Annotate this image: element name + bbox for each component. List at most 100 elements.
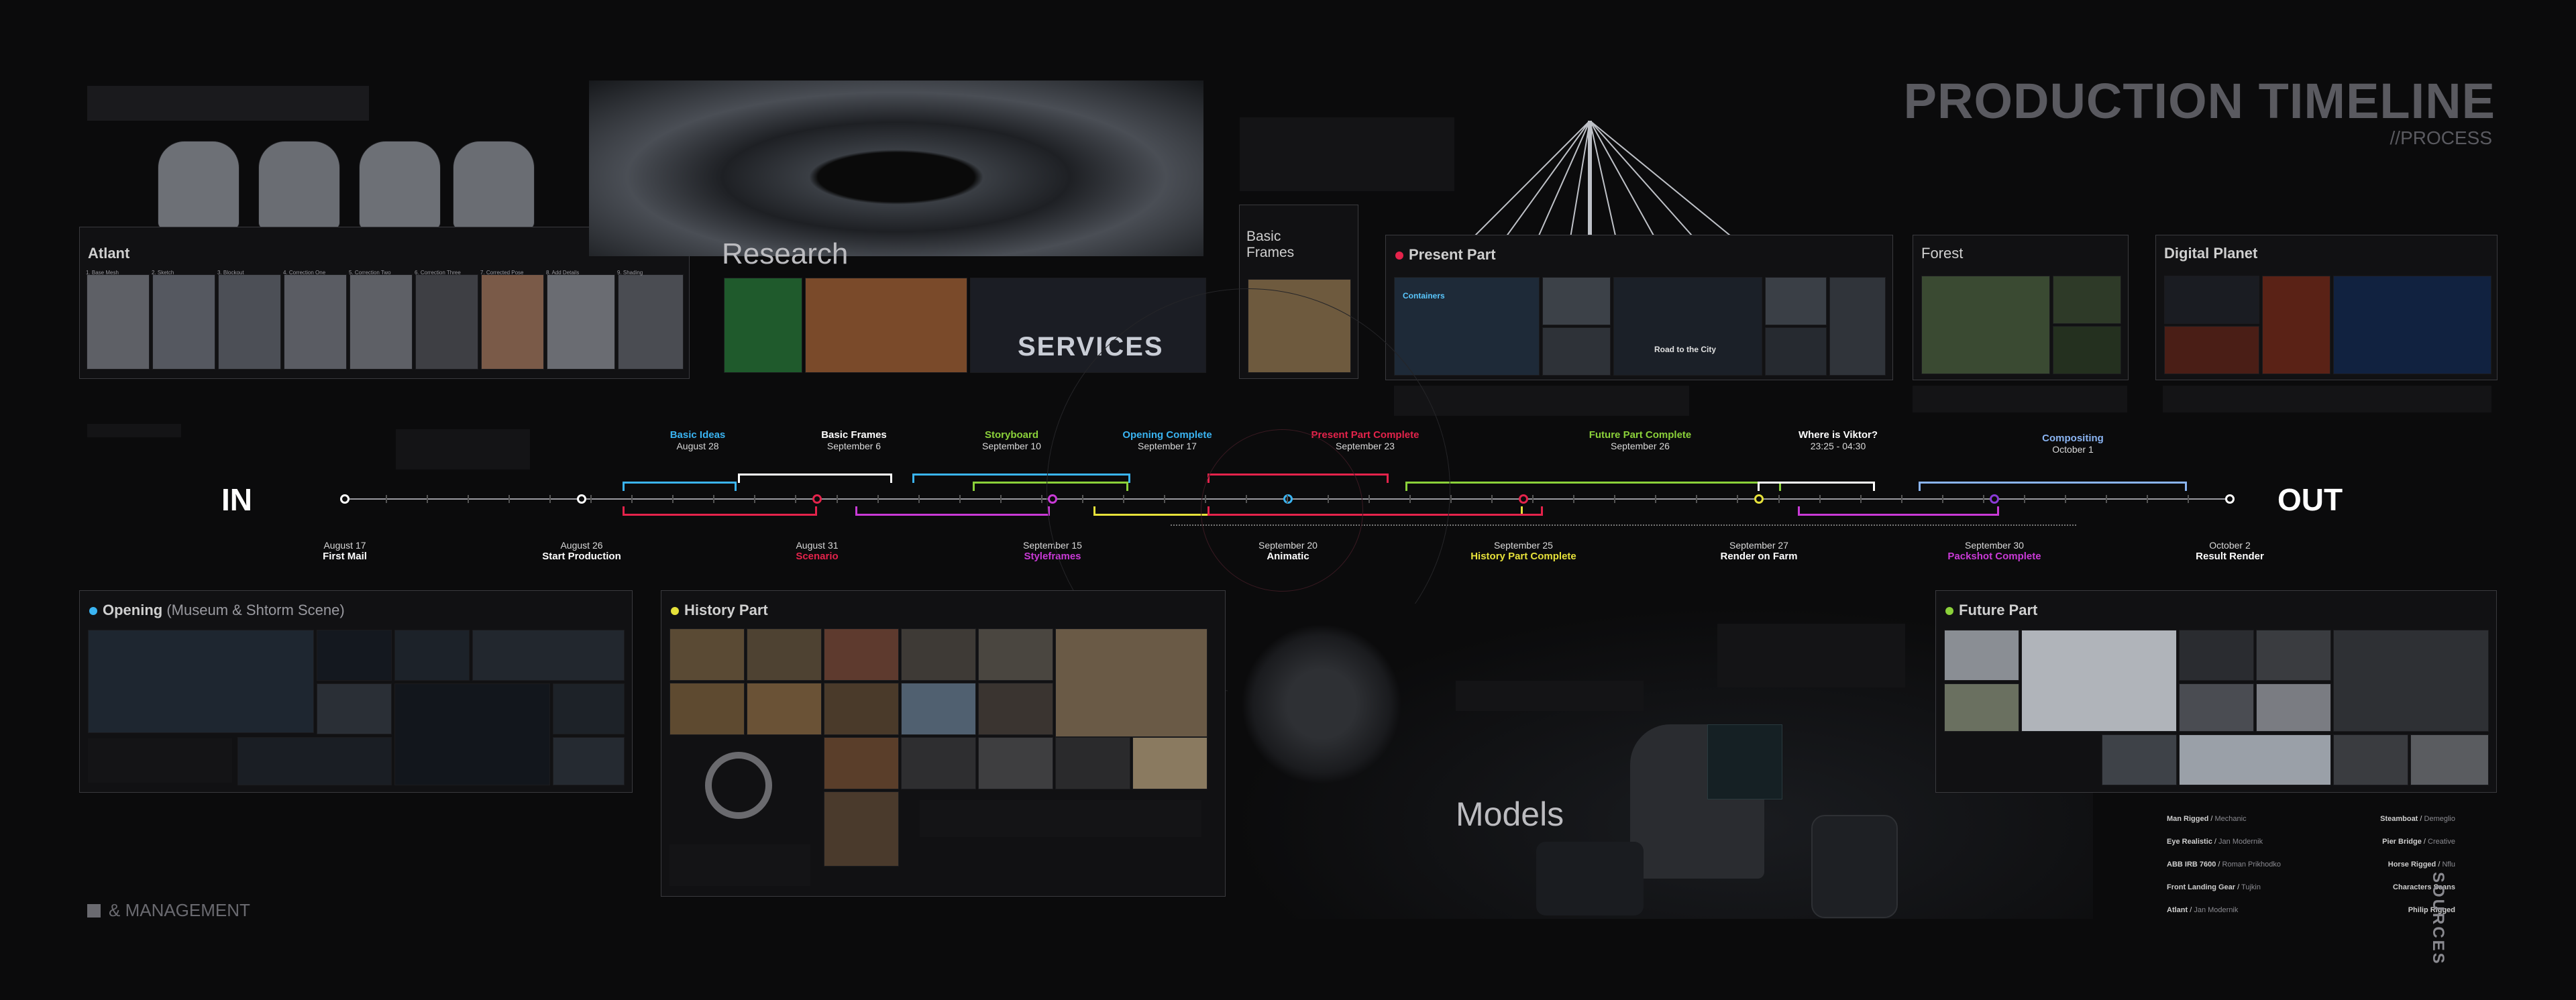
history-thumb[interactable] [747,683,822,735]
opening-thumb[interactable] [317,630,392,681]
future-thumb[interactable] [2410,734,2489,785]
bracket [1758,482,1875,491]
future-thumb[interactable] [2256,683,2331,732]
atlant-step-thumb[interactable] [284,274,347,370]
history-thumb[interactable] [1132,737,1208,789]
opening-thumb[interactable] [317,683,392,734]
page-title: PRODUCTION TIMELINE [1903,73,2496,129]
present-road-thumb[interactable]: Road to the City [1613,277,1762,376]
timeline-tick [1778,495,1780,503]
engine-render [1241,624,1402,785]
history-thumb[interactable] [901,683,976,735]
forest-thumb[interactable] [1921,276,2050,374]
future-thumb[interactable] [2179,683,2254,732]
planet-thumb[interactable] [2333,276,2491,374]
milestone-dot-result-render[interactable] [2225,494,2235,504]
bracket [1798,506,1999,516]
opening-thumb[interactable] [553,683,625,734]
opening-thumb[interactable] [553,737,625,785]
milestone-dot-scenario[interactable] [812,494,822,504]
history-thumb[interactable] [901,737,976,789]
history-thumb[interactable] [747,628,822,681]
history-thumb[interactable] [824,737,899,789]
atlant-step-thumb[interactable] [87,274,150,370]
timeline-tick [836,495,838,503]
future-thumb[interactable] [2333,630,2489,732]
future-thumb[interactable] [2256,630,2331,681]
history-thumb[interactable] [824,791,899,867]
history-thumb[interactable] [978,628,1053,681]
future-thumb[interactable] [1944,630,2019,681]
present-thumb[interactable] [1829,277,1886,376]
planet-thumb[interactable] [2164,276,2259,324]
milestone-dot-render-farm[interactable] [1754,494,1764,504]
history-thumb[interactable] [1055,737,1130,789]
history-thumb[interactable] [824,628,899,681]
milestone-dot-first-mail[interactable] [340,494,350,504]
milestone-dot-packshot[interactable] [1990,494,1999,504]
opening-thumb[interactable] [237,737,392,785]
future-thumb[interactable] [1944,683,2019,732]
atlant-step-thumb[interactable] [415,274,478,370]
atlant-step-thumb[interactable] [547,274,615,370]
history-wheels[interactable] [1055,628,1208,737]
timeline-tick [1409,495,1411,503]
history-thumb[interactable] [978,683,1053,735]
present-thumb[interactable] [1542,277,1611,325]
timeline-tick [795,495,797,503]
atlant-step-thumb[interactable] [218,274,281,370]
opening-thumb[interactable] [472,630,625,681]
timeline-tick [1614,495,1616,503]
present-thumb[interactable] [1765,327,1827,376]
green-dot-icon [1945,607,1953,616]
opening-description [88,738,232,783]
atlant-step-thumb[interactable] [350,274,413,370]
planet-thumb[interactable] [2262,276,2330,374]
timeline-tick [1819,495,1821,503]
research-truck-wire[interactable] [724,278,802,373]
atlant-step-thumb[interactable] [481,274,544,370]
future-thumb[interactable] [2333,734,2408,785]
future-part-title: Future Part [1945,602,2037,619]
atlant-step-thumb[interactable] [618,274,684,370]
future-thumb[interactable] [2179,734,2331,785]
planet-thumb[interactable] [2164,326,2259,374]
history-wheel-render[interactable] [682,742,796,836]
forest-thumb[interactable] [2053,326,2121,374]
history-thumb[interactable] [824,683,899,735]
opening-thumb[interactable] [88,630,314,733]
opening-thumb[interactable] [394,683,550,785]
timeline-tick [2023,495,2025,503]
timeline-tick [877,495,879,503]
forest-thumb[interactable] [2053,276,2121,324]
history-thumb[interactable] [901,628,976,681]
history-thumb[interactable] [978,737,1053,789]
future-thumb[interactable] [2179,630,2254,681]
forest-title: Forest [1921,245,1964,262]
present-thumb[interactable] [1765,277,1827,325]
milestone-dot-history-complete[interactable] [1519,494,1528,504]
opening-thumb[interactable] [394,630,470,681]
history-part-title: History Part [671,602,768,619]
yellow-dot-icon [671,607,679,616]
history-thumb[interactable] [669,628,745,681]
pod-render [1811,815,1898,918]
timeline-tick [1450,495,1452,503]
timeline-tick [1696,495,1698,503]
note-planet [2163,386,2491,412]
blue-dot-icon [89,607,97,616]
present-thumb[interactable] [1542,327,1611,376]
research-truck[interactable] [805,278,967,373]
milestone-dot-start-production[interactable] [577,494,586,504]
present-containers-thumb[interactable]: Containers [1394,277,1540,376]
digital-planet-panel: Digital Planet [2155,235,2498,380]
management-label: & MANAGEMENT [87,900,250,921]
history-thumb[interactable] [669,683,745,735]
road-label: Road to the City [1654,345,1716,354]
future-thumb[interactable] [2102,734,2177,785]
source-item: Eye Realistic / Jan Modernik [2167,838,2263,846]
future-train[interactable] [2021,630,2177,732]
atlant-step-thumb[interactable] [152,274,215,370]
